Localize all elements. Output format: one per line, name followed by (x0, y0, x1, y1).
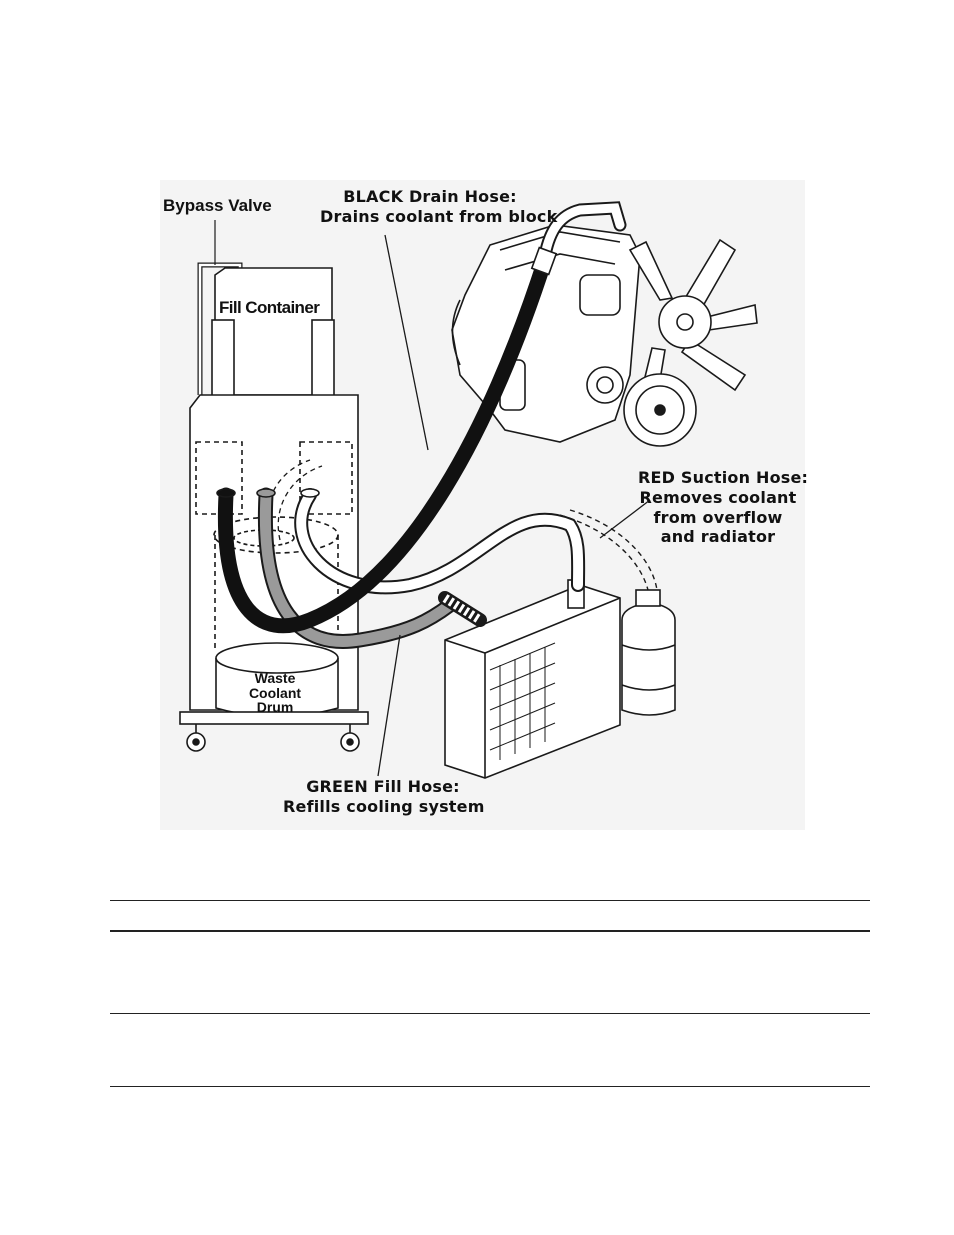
table-rule-top (110, 900, 870, 901)
label-fill-container: Fill Container (219, 299, 319, 317)
table-rule-row (110, 1013, 870, 1014)
label-black-drain-hose: BLACK Drain Hose: Drains coolant from bl… (320, 189, 540, 226)
label-green-fill-hose: GREEN Fill Hose: Refills cooling system (283, 779, 483, 816)
fill-container-leg-right (312, 320, 334, 398)
overflow-bottle (622, 590, 675, 715)
table-rule-bottom (110, 1086, 870, 1087)
label-green-fill-hose-line1: GREEN Fill Hose: (283, 779, 483, 796)
label-waste-line3: Drum (220, 700, 330, 715)
label-red-suction-hose-line1: RED Suction Hose: (638, 470, 798, 487)
cart-hose-outlets (217, 489, 319, 497)
label-green-fill-hose-line2: Refills cooling system (283, 799, 483, 816)
coolant-service-diagram: Bypass Valve BLACK Drain Hose: Drains co… (160, 180, 805, 830)
label-black-drain-hose-line2: Drains coolant from block (320, 209, 540, 226)
label-red-suction-hose-line4: and radiator (638, 529, 798, 546)
label-waste-line1: Waste (220, 671, 330, 686)
label-red-suction-hose-line2: Removes coolant (638, 490, 798, 507)
label-red-suction-hose-line3: from overflow (638, 510, 798, 527)
label-bypass-valve: Bypass Valve (163, 197, 272, 215)
label-waste-line2: Coolant (220, 686, 330, 701)
label-red-suction-hose: RED Suction Hose: Removes coolant from o… (638, 470, 798, 546)
fill-container-leg-left (212, 320, 234, 398)
table-rule-header (110, 930, 870, 932)
label-waste-coolant-drum: Waste Coolant Drum (220, 671, 330, 715)
label-black-drain-hose-line1: BLACK Drain Hose: (320, 189, 540, 206)
